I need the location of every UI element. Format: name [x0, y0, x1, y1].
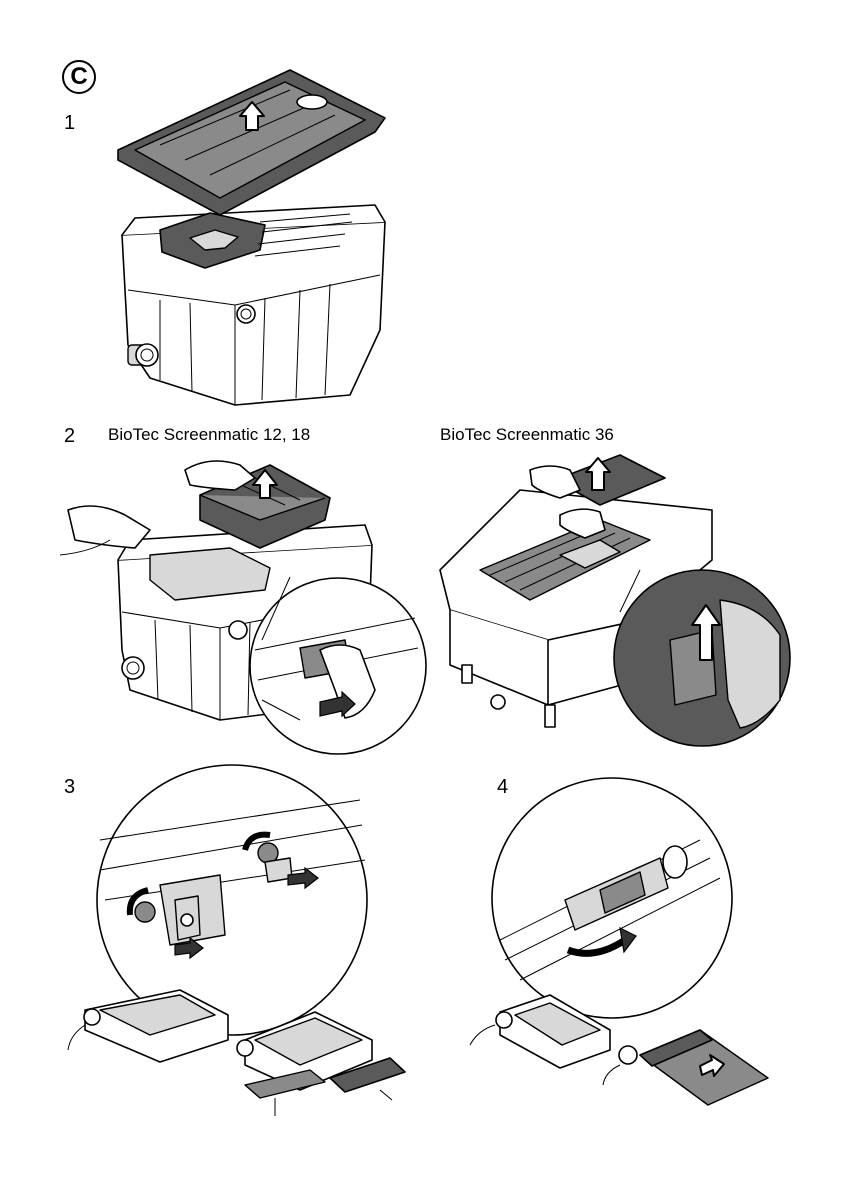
step-2-left-illustration: [60, 461, 426, 754]
step-2-right-illustration: [440, 455, 790, 746]
step-3-illustration: [68, 765, 405, 1116]
step-4-illustration: [470, 778, 768, 1105]
step-1-filter-box-illustration: [118, 70, 385, 405]
